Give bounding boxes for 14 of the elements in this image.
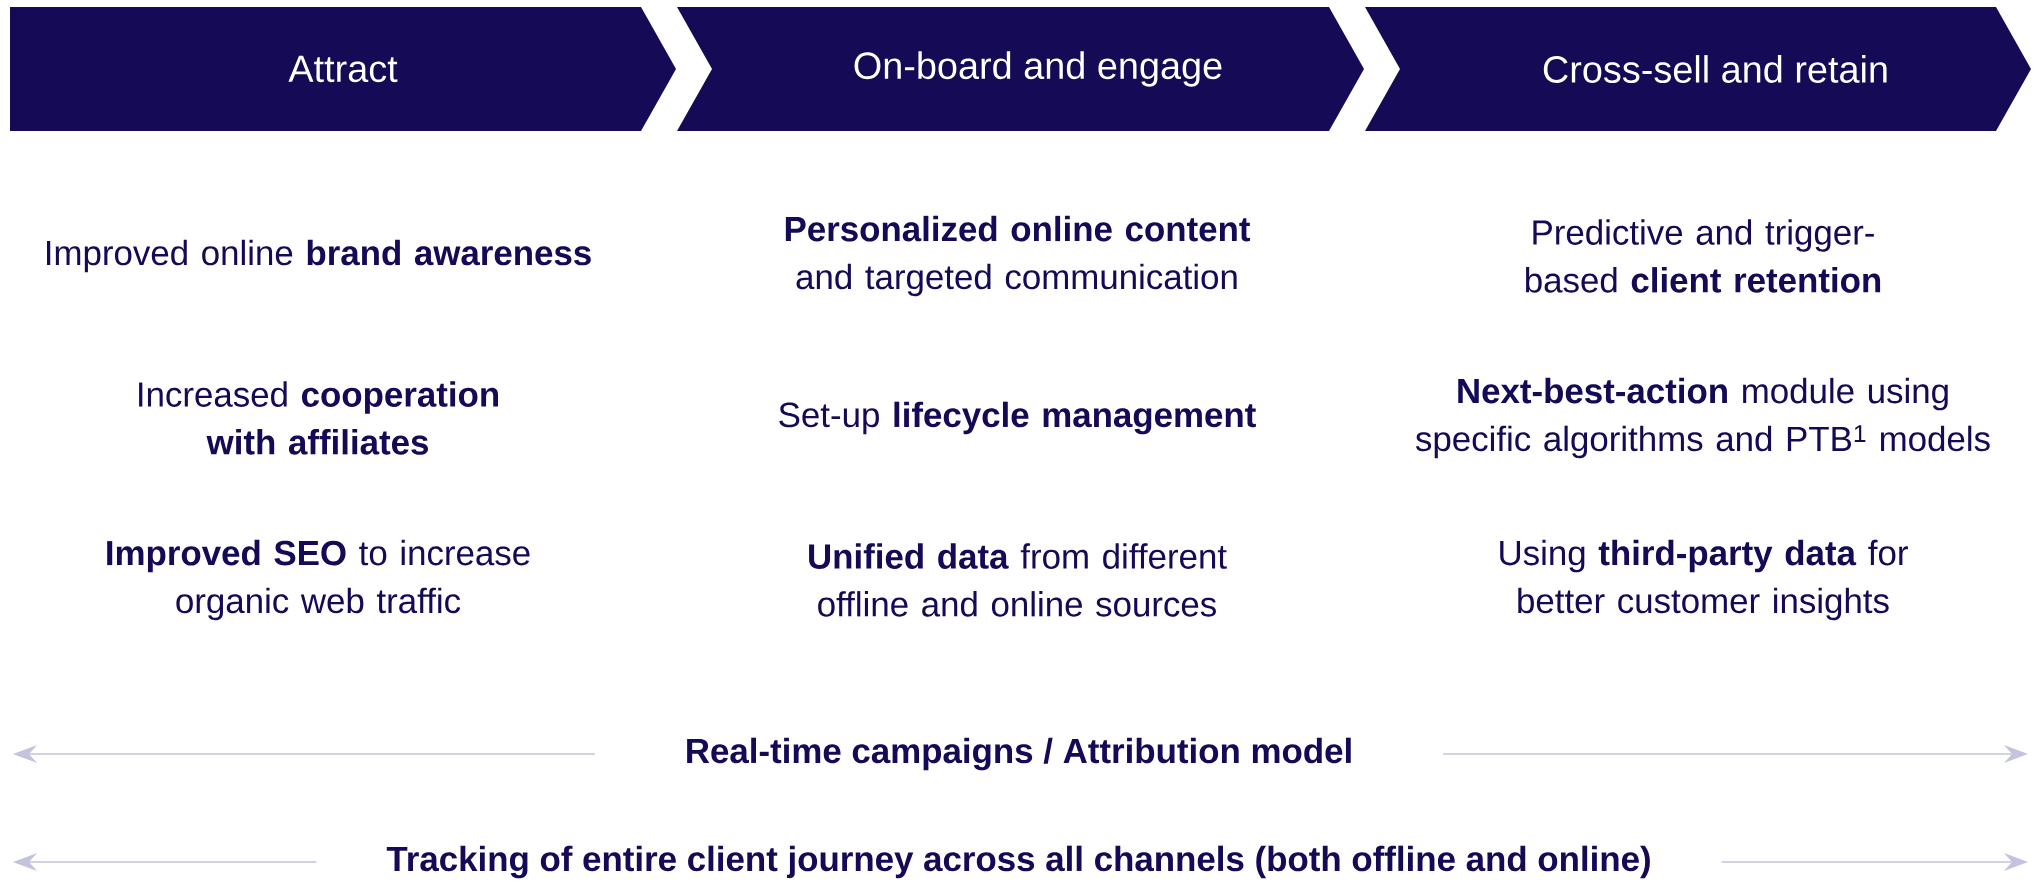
chevron-box: On-board and engage	[677, 7, 1364, 131]
arrow-label: Tracking of entire client journey across all channels (both offline and online)	[316, 842, 1722, 882]
feature-text: Unified data from different offline and online sources	[809, 543, 1227, 617]
feature-text: Improved SEO to increase organic web traffic	[107, 539, 530, 621]
feature-text: Improved online brand awareness	[47, 239, 591, 273]
feature-text: Set-up lifecycle management	[779, 401, 1256, 435]
chevron-box: Cross-sell and retain	[1365, 7, 2031, 131]
chevron-box: Attract	[10, 7, 676, 131]
feature-text: Using third-party data for better customer insights	[1500, 539, 1908, 621]
feature-text: Personalized online content and targeted communication	[785, 215, 1251, 297]
feature-text: Next-best-action module using specific algorithms and PTB$^{1}$ models	[1415, 377, 1990, 459]
feature-text: Increased cooperation with affiliates	[139, 381, 498, 455]
arrow-label: Real-time campaigns / Attribution model	[594, 734, 1444, 774]
feature-text: Predictive and trigger-based client retention	[1526, 219, 1881, 293]
